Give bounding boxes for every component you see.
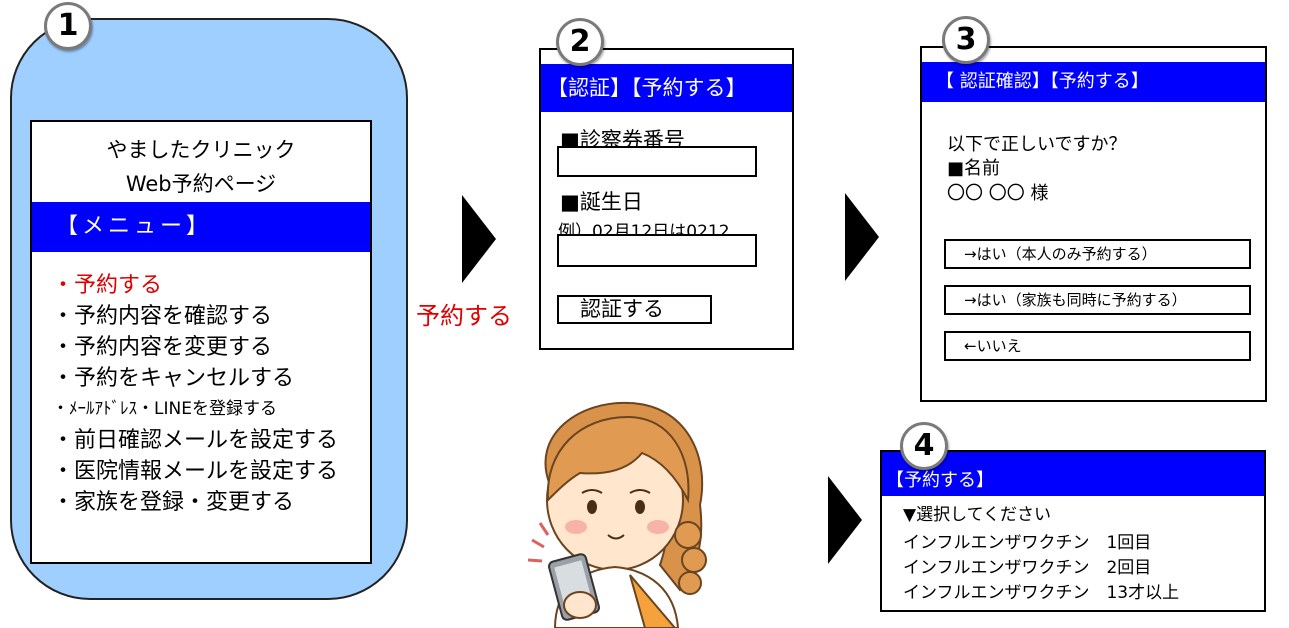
confirm-question: 以下で正しいですか？ — [947, 134, 1127, 155]
menu-item-clinic-mail[interactable]: ・医院情報メールを設定する — [52, 459, 339, 484]
menu-item-confirm[interactable]: ・予約内容を確認する — [52, 304, 273, 329]
no-button[interactable]: ←いいえ — [944, 331, 1251, 361]
reserve-select-header: 【予約する】 — [882, 452, 1264, 496]
auth-screen: 【認証】【予約する】 ■診察券番号 ■誕生日 例）02月12日は0212 認証す… — [539, 48, 794, 350]
step-badge-4: 4 — [900, 422, 948, 470]
flow-arrow-3 — [828, 476, 862, 564]
card-number-input[interactable] — [557, 146, 757, 177]
name-label: ■名前 — [947, 158, 1001, 179]
yes-with-family-button[interactable]: →はい（家族も同時に予約する） — [944, 285, 1251, 315]
clinic-name: やましたクリニック — [106, 138, 296, 162]
menu-item-reminder-mail[interactable]: ・前日確認メールを設定する — [52, 428, 339, 453]
menu-header: 【メニュー】 — [32, 202, 370, 252]
menu-item-register-contact[interactable]: ・ﾒｰﾙｱﾄﾞﾚｽ・LINEを登録する — [52, 399, 277, 419]
select-prompt: ▼選択してください — [903, 505, 1052, 525]
flow-arrow-2 — [845, 193, 879, 281]
yes-self-only-button[interactable]: →はい（本人のみ予約する） — [944, 239, 1251, 269]
menu-list: ・予約する ・予約内容を確認する ・予約内容を変更する ・予約をキャンセルする … — [52, 270, 338, 518]
step-badge-2: 2 — [556, 18, 604, 66]
reserve-select-screen: 【予約する】 ▼選択してください インフルエンザワクチン 1回目 インフルエンザ… — [880, 450, 1266, 612]
authenticate-button[interactable]: 認証する — [557, 295, 712, 324]
menu-screen: やましたクリニック Web予約ページ 【メニュー】 ・予約する ・予約内容を確認… — [30, 120, 372, 564]
auth-header: 【認証】【予約する】 — [541, 64, 792, 112]
step-badge-1: 1 — [44, 2, 92, 50]
page-name: Web予約ページ — [125, 172, 277, 196]
menu-item-family[interactable]: ・家族を登録・変更する — [52, 490, 295, 515]
auth-confirm-screen: 【 認証確認】【予約する】 以下で正しいですか？ ■名前 〇〇 〇〇 様 →はい… — [920, 46, 1267, 402]
arrow-label-reserve: 予約する — [416, 302, 512, 330]
woman-with-phone-illustration — [527, 401, 707, 628]
step-badge-3: 3 — [942, 16, 990, 64]
birthday-input[interactable] — [557, 234, 757, 267]
auth-confirm-header: 【 認証確認】【予約する】 — [922, 62, 1265, 102]
vaccine-option-3[interactable]: インフルエンザワクチン 13才以上 — [903, 583, 1180, 603]
menu-item-reserve[interactable]: ・予約する — [52, 273, 163, 298]
vaccine-option-1[interactable]: インフルエンザワクチン 1回目 — [903, 533, 1152, 553]
flow-arrow-1 — [462, 195, 496, 283]
name-value: 〇〇 〇〇 様 — [947, 183, 1049, 204]
vaccine-option-2[interactable]: インフルエンザワクチン 2回目 — [903, 558, 1152, 578]
menu-item-change[interactable]: ・予約内容を変更する — [52, 335, 273, 360]
birthday-label: ■誕生日 — [560, 190, 643, 214]
menu-item-cancel[interactable]: ・予約をキャンセルする — [52, 366, 295, 391]
